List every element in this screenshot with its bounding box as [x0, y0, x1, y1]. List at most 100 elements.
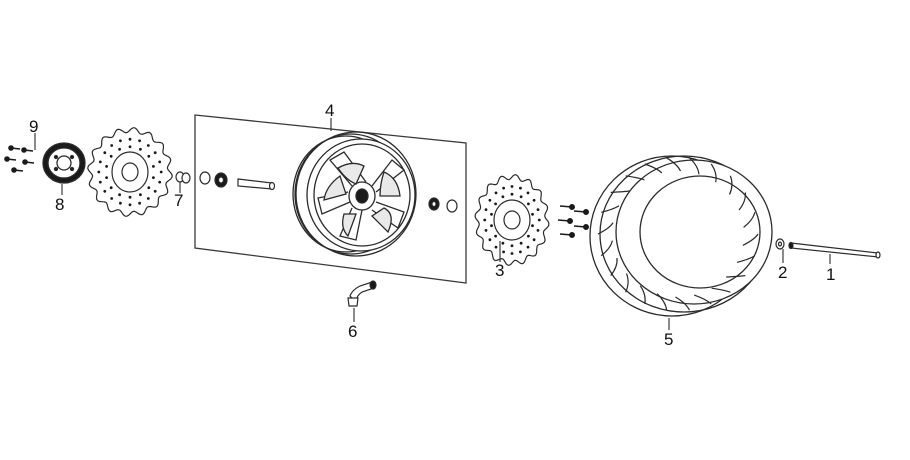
disc-hole — [152, 165, 155, 168]
disc-hole — [536, 208, 540, 212]
disc-hole — [510, 244, 514, 248]
disc-hole — [494, 202, 497, 206]
disc-hole — [502, 250, 505, 254]
spacer-7 — [175, 171, 191, 184]
disc-hole — [153, 151, 157, 155]
tread-mark — [601, 205, 620, 213]
washer-2 — [775, 238, 785, 250]
disc-hole — [159, 170, 163, 174]
disc-hole — [138, 201, 142, 205]
disc-hole — [531, 224, 534, 228]
disc-hole — [510, 252, 514, 255]
tread-mark — [610, 257, 618, 276]
disc-hole — [118, 147, 121, 151]
disc-hole — [128, 203, 132, 207]
disc-hole — [484, 229, 488, 232]
disc-hole — [118, 193, 121, 197]
part-label-4: 4 — [325, 101, 335, 120]
disc-hole — [519, 241, 523, 245]
brake-disc-right — [474, 174, 550, 266]
tread-mark — [711, 287, 731, 293]
disc-hole — [502, 186, 505, 190]
disc-hole — [526, 191, 530, 195]
tread-mark — [639, 285, 646, 305]
tread-mark — [644, 163, 663, 174]
wheel-rim — [292, 131, 417, 257]
disc-hole — [139, 147, 142, 151]
disc-hole — [146, 197, 150, 200]
disc-hole — [510, 185, 514, 188]
disc-hole — [527, 202, 530, 206]
tread-mark — [738, 192, 746, 211]
tread-mark — [610, 190, 630, 193]
disc-hole — [98, 180, 102, 184]
disc-hole — [153, 189, 157, 193]
disc-hole — [98, 160, 102, 164]
disc-hole — [147, 186, 151, 190]
tread-mark — [688, 157, 700, 175]
disc-hole — [146, 144, 150, 147]
tone-ring-8 — [42, 142, 86, 184]
disc-hole — [119, 201, 122, 205]
tread-mark — [656, 293, 668, 311]
disc-hole — [494, 191, 498, 195]
tread-mark — [666, 157, 682, 172]
disc-hole — [532, 238, 536, 242]
disc-hole — [519, 250, 522, 254]
tread-mark — [736, 255, 756, 263]
disc-hole — [158, 160, 162, 164]
part-label-1: 1 — [826, 265, 836, 284]
disc-hole — [527, 234, 530, 238]
disc-hole — [490, 212, 493, 216]
disc-hole — [494, 245, 498, 249]
axle-sleeve — [237, 178, 276, 191]
disc-hole — [152, 176, 155, 180]
part-label-7: 7 — [174, 191, 184, 210]
tread-mark — [675, 296, 690, 311]
disc-hole — [110, 197, 114, 200]
brake-disc-left — [87, 127, 173, 217]
disc-hole — [494, 234, 497, 238]
tread-mark — [693, 294, 712, 305]
part-label-9: 9 — [29, 117, 39, 136]
disc-bolts-9 — [4, 145, 35, 173]
disc-hole — [510, 192, 514, 196]
disc-hole — [488, 238, 492, 242]
disc-hole — [526, 245, 530, 249]
disc-hole — [519, 195, 523, 199]
part-label-5: 5 — [664, 330, 674, 349]
tread-mark — [600, 240, 613, 257]
valve-stem-6 — [347, 280, 377, 307]
disc-hole — [109, 186, 113, 190]
part-label-8: 8 — [55, 195, 65, 214]
disc-hole — [501, 241, 505, 245]
disc-hole — [119, 139, 122, 143]
disc-hole — [97, 170, 101, 174]
disc-hole — [128, 145, 132, 149]
tread-mark — [743, 212, 756, 228]
disc-hole — [537, 218, 541, 222]
disc-hole — [128, 195, 132, 199]
disc-hole — [105, 165, 108, 168]
tread-mark — [625, 175, 645, 181]
disc-hole — [128, 137, 132, 141]
disc-bolts-3 — [557, 204, 589, 239]
tread-mark — [597, 222, 614, 235]
disc-hole — [103, 189, 107, 193]
axle-1 — [788, 241, 881, 259]
disc-hole — [158, 180, 162, 184]
disc-hole — [109, 154, 113, 158]
disc-hole — [532, 198, 536, 202]
disc-hole — [110, 144, 114, 147]
disc-hole — [483, 218, 487, 222]
disc-hole — [139, 193, 142, 197]
disc-hole — [488, 198, 492, 202]
disc-hole — [484, 208, 488, 212]
part-label-3: 3 — [495, 261, 505, 280]
tire-5 — [589, 155, 773, 317]
disc-hole — [138, 139, 142, 143]
leader-lines — [34, 118, 831, 330]
tread-mark — [625, 273, 629, 293]
tread-mark — [728, 175, 733, 195]
